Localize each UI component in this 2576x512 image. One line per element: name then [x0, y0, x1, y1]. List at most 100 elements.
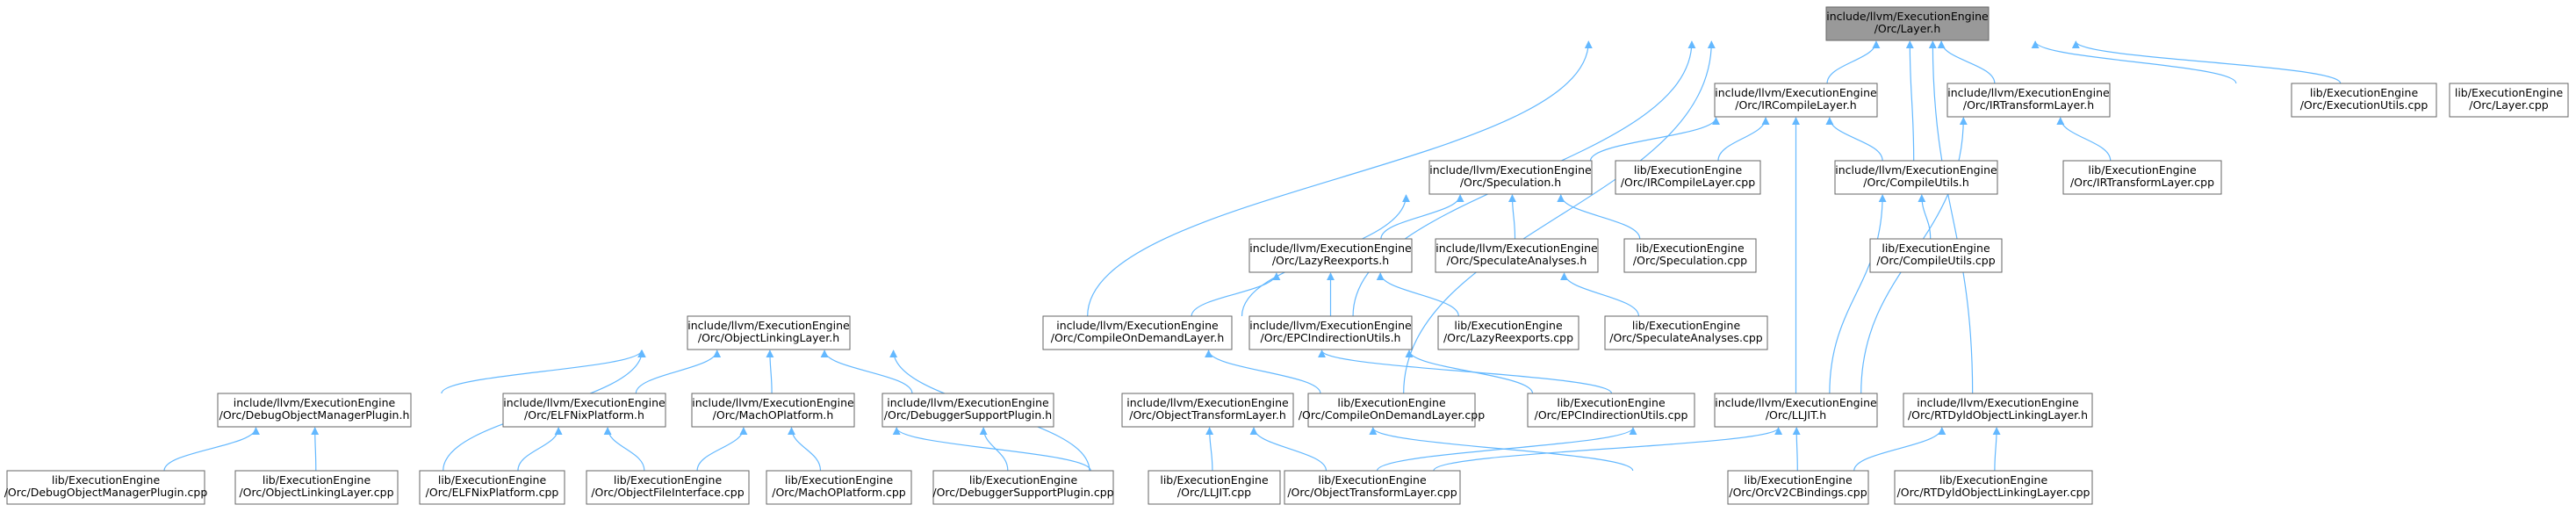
node-machoplatform-cpp[interactable]: lib/ExecutionEngine/Orc/MachOPlatform.cp… — [766, 470, 912, 505]
node-box — [1527, 393, 1695, 428]
node-box — [766, 470, 912, 505]
node-label-line: /Orc/DebuggerSupportPlugin.cpp — [932, 486, 1113, 499]
node-objecttransformlayer-cpp[interactable]: lib/ExecutionEngine/Orc/ObjectTransformL… — [1284, 470, 1461, 505]
node-speculation-cpp[interactable]: lib/ExecutionEngine/Orc/Speculation.cpp — [1623, 238, 1757, 273]
node-box — [1714, 393, 1878, 428]
node-epcindirectionutils-cpp[interactable]: lib/ExecutionEngine/Orc/EPCIndirectionUt… — [1527, 393, 1695, 428]
node-epcindirectionutils-h[interactable]: include/llvm/ExecutionEngine/Orc/EPCIndi… — [1248, 315, 1413, 350]
node-compileutils-h[interactable]: include/llvm/ExecutionEngine/Orc/Compile… — [1834, 160, 1998, 195]
edge-lljit_h-to-compileondemandlayer_h — [1318, 350, 1613, 394]
node-box — [419, 470, 565, 505]
edge-debuggersupportplugin_cpp-to-debuggersupportplugin_h — [979, 427, 1009, 472]
node-lazyreexports-cpp[interactable]: lib/ExecutionEngine/Orc/LazyReexports.cp… — [1437, 315, 1579, 350]
node-label-line: /Orc/MachOPlatform.h — [713, 408, 834, 422]
edge-irtransformlayer_cpp-to-irtransformlayer_h — [2056, 117, 2112, 162]
node-box — [1615, 160, 1761, 195]
node-label-line: lib/ExecutionEngine — [1632, 319, 1741, 332]
node-label-line: /Orc/Layer.h — [1874, 22, 1941, 35]
node-label-line: include/llvm/ExecutionEngine — [1436, 242, 1598, 255]
node-elfnixplatform-cpp[interactable]: lib/ExecutionEngine/Orc/ELFNixPlatform.c… — [419, 470, 565, 505]
node-lljit-cpp[interactable]: lib/ExecutionEngine/Orc/LLJIT.cpp — [1148, 470, 1281, 505]
node-objectlinkinglayer-cpp[interactable]: lib/ExecutionEngine/Orc/ObjectLinkingLay… — [234, 470, 399, 505]
node-label-line: lib/ExecutionEngine — [2310, 86, 2419, 99]
edge-rtdyldobjectlinkinglayer_cpp-to-rtdyldobjectlinkinglayer_h — [1992, 427, 2001, 472]
node-label-line: /Orc/CompileUtils.h — [1863, 176, 1969, 189]
node-box — [586, 470, 750, 505]
node-label-line: /Orc/DebugObjectManagerPlugin.h — [219, 408, 410, 422]
node-lazyreexports-h[interactable]: include/llvm/ExecutionEngine/Orc/LazyRee… — [1248, 238, 1413, 273]
node-speculateanalyses-h[interactable]: include/llvm/ExecutionEngine/Orc/Specula… — [1435, 238, 1599, 273]
node-label-line: lib/ExecutionEngine — [1636, 242, 1745, 255]
node-compileondemandlayer-h[interactable]: include/llvm/ExecutionEngine/Orc/Compile… — [1042, 315, 1233, 350]
edge-executionutils_cpp-to-layer_h — [2031, 40, 2237, 84]
node-label-line: include/llvm/ExecutionEngine — [1826, 10, 1989, 23]
node-label-line: /Orc/LazyReexports.h — [1272, 254, 1389, 267]
node-executionutils-cpp[interactable]: lib/ExecutionEngine/Orc/ExecutionUtils.c… — [2291, 83, 2437, 118]
node-objectfileinterface-cpp[interactable]: lib/ExecutionEngine/Orc/ObjectFileInterf… — [586, 470, 750, 505]
node-debuggersupportplugin-h[interactable]: include/llvm/ExecutionEngine/Orc/Debugge… — [881, 393, 1054, 428]
node-label-line: lib/ExecutionEngine — [2455, 86, 2564, 99]
node-layer-h[interactable]: include/llvm/ExecutionEngine/Orc/Layer.h — [1825, 6, 1990, 41]
node-label-line: lib/ExecutionEngine — [1882, 242, 1990, 255]
node-box — [2449, 83, 2569, 118]
node-debugobjectmanagerplugin-cpp[interactable]: lib/ExecutionEngine/Orc/DebugObjectManag… — [4, 470, 208, 505]
edge-machoplatform_h-to-objectlinkinglayer_h — [766, 350, 774, 394]
edge-rtdyldobjectlinkinglayer_h-to-layer_h — [1928, 40, 1974, 394]
node-label-line: /Orc/ExecutionUtils.cpp — [2300, 98, 2428, 112]
node-label-line: /Orc/IRTransformLayer.cpp — [2070, 176, 2214, 189]
node-box — [1437, 315, 1579, 350]
node-objecttransformlayer-h[interactable]: include/llvm/ExecutionEngine/Orc/ObjectT… — [1121, 393, 1294, 428]
edge-objectlinkinglayer_h-to-layer_h — [1087, 40, 1593, 317]
node-box — [1248, 315, 1413, 350]
node-label-line: /Orc/IRTransformLayer.h — [1963, 98, 2094, 112]
node-label-line: lib/ExecutionEngine — [1160, 473, 1269, 487]
edge-debugobjectmanagerplugin_cpp-to-debugobjectmanagerplugin_h — [163, 427, 260, 472]
node-label-line: /Orc/DebugObjectManagerPlugin.cpp — [4, 486, 208, 499]
node-speculation-h[interactable]: include/llvm/ExecutionEngine/Orc/Specula… — [1428, 160, 1593, 195]
graph-nodes: include/llvm/ExecutionEngine/Orc/Layer.h… — [4, 6, 2569, 505]
edge-lljit_cpp-to-machoplatform_h — [892, 427, 1091, 472]
node-speculateanalyses-cpp[interactable]: lib/ExecutionEngine/Orc/SpeculateAnalyse… — [1604, 315, 1768, 350]
edge-ircompilelayer_h-to-layer_h — [1826, 40, 1881, 84]
node-machoplatform-h[interactable]: include/llvm/ExecutionEngine/Orc/MachOPl… — [691, 393, 855, 428]
node-label-line: /Orc/RTDyldObjectLinkingLayer.h — [1908, 408, 2088, 422]
node-label-line: lib/ExecutionEngine — [785, 473, 894, 487]
node-rtdyldobjectlinkinglayer-cpp[interactable]: lib/ExecutionEngine/Orc/RTDyldObjectLink… — [1894, 470, 2093, 505]
node-label-line: include/llvm/ExecutionEngine — [1056, 319, 1219, 332]
node-irtransformlayer-cpp[interactable]: lib/ExecutionEngine/Orc/IRTransformLayer… — [2062, 160, 2222, 195]
node-box — [1248, 238, 1413, 273]
edge-machoplatform_cpp-to-machoplatform_h — [788, 427, 822, 472]
node-box — [1869, 238, 2003, 273]
edge-objecttransformlayer_h-to-layer_h — [1403, 40, 1716, 394]
edge-speculation_h-to-ircompilelayer_h — [1589, 117, 1720, 162]
node-label-line: lib/ExecutionEngine — [1939, 473, 2048, 487]
edge-layer_cpp-to-layer_h — [2071, 40, 2342, 84]
node-label-line: /Orc/ObjectLinkingLayer.h — [698, 331, 839, 344]
node-label-line: lib/ExecutionEngine — [263, 473, 371, 487]
node-label-line: /Orc/SpeculateAnalyses.cpp — [1609, 331, 1763, 344]
node-orcv2cbindings-cpp[interactable]: lib/ExecutionEngine/Orc/OrcV2CBindings.c… — [1727, 470, 1869, 505]
node-rtdyldobjectlinkinglayer-h[interactable]: include/llvm/ExecutionEngine/Orc/RTDyldO… — [1903, 393, 2093, 428]
node-label-line: include/llvm/ExecutionEngine — [503, 396, 666, 409]
node-label-line: /Orc/LLJIT.cpp — [1177, 486, 1251, 499]
edge-irtransformlayer_h-to-layer_h — [1937, 40, 1996, 84]
node-compileutils-cpp[interactable]: lib/ExecutionEngine/Orc/CompileUtils.cpp — [1869, 238, 2003, 273]
node-elfnixplatform-h[interactable]: include/llvm/ExecutionEngine/Orc/ELFNixP… — [502, 393, 666, 428]
node-label-line: lib/ExecutionEngine — [1557, 396, 1666, 409]
node-label-line: /Orc/ObjectLinkingLayer.cpp — [239, 486, 393, 499]
node-lljit-h[interactable]: include/llvm/ExecutionEngine/Orc/LLJIT.h — [1714, 393, 1878, 428]
node-debugobjectmanagerplugin-h[interactable]: include/llvm/ExecutionEngine/Orc/DebugOb… — [217, 393, 412, 428]
edge-orcv2cbindings_cpp-to-rtdyldobjectlinkinglayer_h — [1853, 427, 1946, 472]
node-objectlinkinglayer-h[interactable]: include/llvm/ExecutionEngine/Orc/ObjectL… — [687, 315, 851, 350]
node-ircompilelayer-cpp[interactable]: lib/ExecutionEngine/Orc/IRCompileLayer.c… — [1615, 160, 1761, 195]
node-debuggersupportplugin-cpp[interactable]: lib/ExecutionEngine/Orc/DebuggerSupportP… — [932, 470, 1114, 505]
edge-compileondemandlayer_h-to-lazyreexports_h — [1191, 272, 1281, 317]
node-label-line: /Orc/CompileUtils.cpp — [1876, 254, 1995, 267]
node-box — [691, 393, 855, 428]
node-compileondemandlayer-cpp[interactable]: lib/ExecutionEngine/Orc/CompileOnDemandL… — [1299, 393, 1485, 428]
node-label-line: lib/ExecutionEngine — [1744, 473, 1853, 487]
node-irtransformlayer-h[interactable]: include/llvm/ExecutionEngine/Orc/IRTrans… — [1946, 83, 2111, 118]
node-ircompilelayer-h[interactable]: include/llvm/ExecutionEngine/Orc/IRCompi… — [1714, 83, 1878, 118]
node-box — [234, 470, 399, 505]
node-layer-cpp[interactable]: lib/ExecutionEngine/Orc/Layer.cpp — [2449, 83, 2569, 118]
